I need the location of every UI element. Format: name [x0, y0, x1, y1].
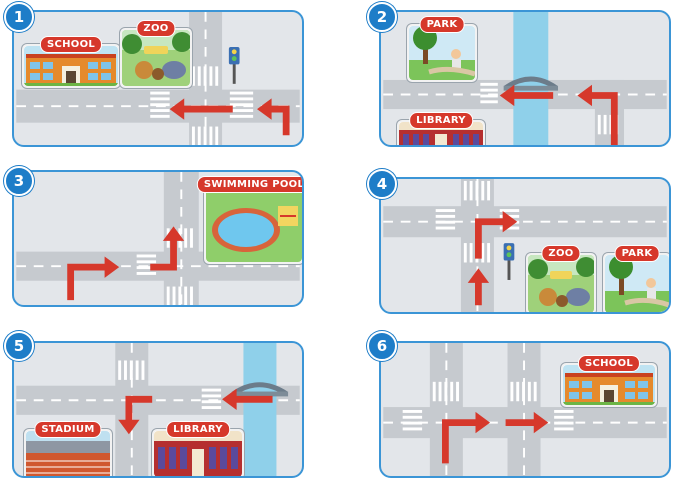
street-map-5 [16, 343, 300, 476]
place-label: PARK [614, 245, 660, 262]
park-scene-icon [409, 26, 475, 80]
street-map-1 [16, 12, 300, 145]
school-card: SCHOOL [22, 36, 120, 88]
place-label: SCHOOL [39, 36, 103, 53]
panel-3: SWIMMING POOL [12, 170, 304, 307]
library-building-icon [154, 431, 242, 476]
panel-2: PARK LIBRARY [379, 10, 671, 147]
park-scene-icon [605, 255, 669, 312]
panel-6: SCHOOL [379, 341, 671, 478]
panel-number-5: 5 [4, 331, 34, 361]
panel-5: STADIUM LIBRARY [12, 341, 304, 478]
swimming-pool-icon [206, 186, 302, 262]
street-map-4 [383, 179, 667, 312]
place-label: ZOO [541, 245, 581, 262]
place-label: SWIMMING POOL [196, 176, 302, 193]
library-card: LIBRARY [152, 421, 244, 476]
traffic-light-icon [228, 46, 240, 84]
library-card: LIBRARY [397, 112, 485, 145]
panel-number-4: 4 [367, 169, 397, 199]
panel-number-3: 3 [4, 166, 34, 196]
panel-number-1: 1 [4, 2, 34, 32]
place-label: PARK [419, 16, 465, 33]
park-card: PARK [407, 16, 477, 82]
place-label: STADIUM [34, 421, 102, 438]
street-map-3 [16, 172, 300, 305]
stadium-icon [26, 431, 110, 476]
street-map-2 [383, 12, 667, 145]
bridge-icon [231, 382, 289, 397]
zoo-card: ZOO [120, 20, 192, 88]
zoo-card: ZOO [526, 245, 596, 312]
school-card: SCHOOL [561, 355, 657, 407]
place-label: ZOO [136, 20, 176, 37]
panel-1: SCHOOL ZOO [12, 10, 304, 147]
place-label: LIBRARY [166, 421, 230, 438]
zoo-animals-icon [528, 255, 594, 312]
panel-number-6: 6 [367, 331, 397, 361]
park-card: PARK [603, 245, 669, 312]
zoo-animals-icon [122, 30, 190, 86]
traffic-light-icon [503, 243, 515, 280]
panel-4: ZOO PARK [379, 177, 671, 314]
place-label: SCHOOL [577, 355, 641, 372]
panel-number-2: 2 [367, 2, 397, 32]
bridge-icon [503, 76, 559, 91]
stadium-card: STADIUM [24, 421, 112, 476]
street-map-6 [383, 343, 667, 476]
place-label: LIBRARY [409, 112, 473, 129]
swimming-pool-card: SWIMMING POOL [196, 176, 302, 264]
